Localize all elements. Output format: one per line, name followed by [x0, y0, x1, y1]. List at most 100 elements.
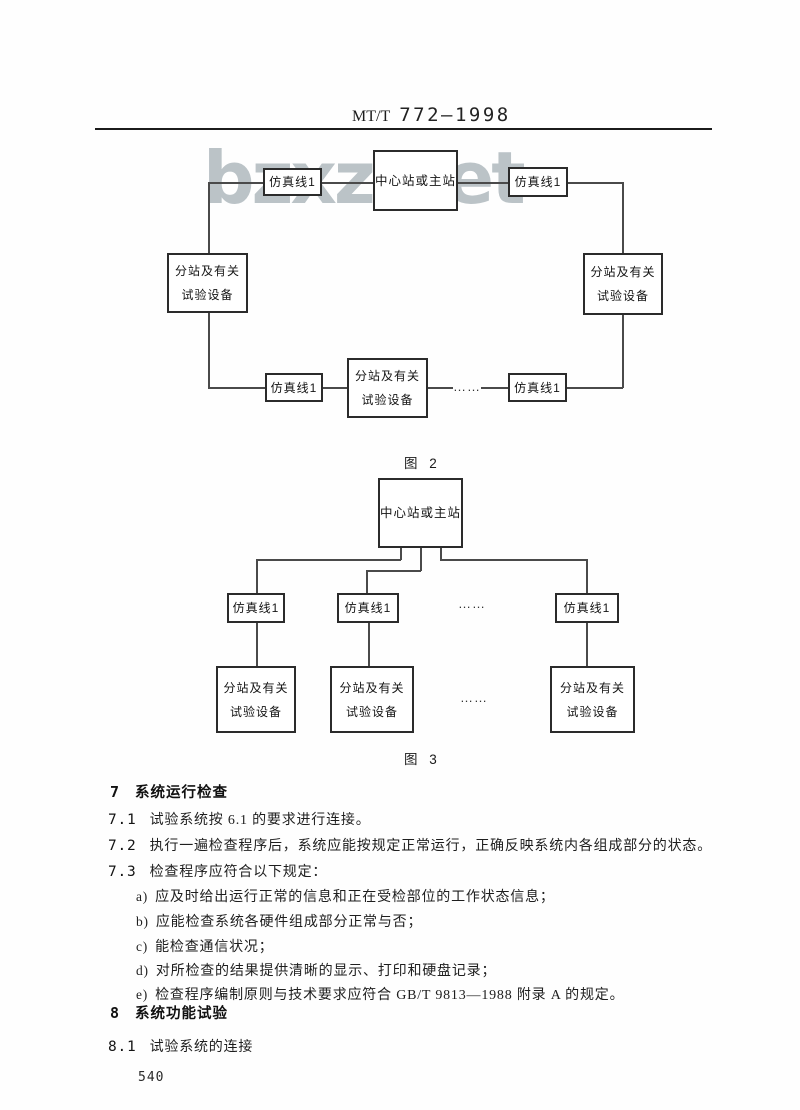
connector-line [586, 559, 588, 593]
clause-title: 试验系统的连接 [149, 1040, 254, 1055]
connector-line [208, 387, 266, 389]
list-item-label: b) [136, 914, 149, 929]
fig3-sim-line-box-3: 仿真线1 [555, 593, 619, 623]
list-item-c: c) 能检查通信状况； [136, 936, 274, 956]
clause-number: 7.1 [108, 812, 137, 828]
fig3-ellipsis-bottom: …… [460, 690, 488, 705]
page-number: 540 [138, 1070, 165, 1085]
clause-number: 7 [110, 783, 121, 801]
figure2-caption: 图 2 [404, 456, 441, 471]
connector-line [481, 387, 509, 389]
clause-number: 7.2 [108, 838, 137, 854]
connector-line [208, 182, 210, 254]
standard-number: 772—1998 [399, 104, 511, 126]
fig2-substation-box-bottom: 分站及有关 试验设备 [347, 358, 428, 418]
connector-line [366, 570, 368, 593]
connector-line [400, 548, 402, 560]
fig2-sim-line-box-bottom-left: 仿真线1 [265, 373, 323, 402]
fig3-substation-box-3: 分站及有关 试验设备 [550, 666, 635, 733]
fig3-ellipsis-top: …… [458, 596, 486, 611]
list-item-text: 检查程序编制原则与技术要求应符合 GB/T 9813—1988 附录 A 的规定… [155, 988, 625, 1003]
box-label: 仿真线1 [563, 601, 611, 615]
connector-line [622, 182, 624, 254]
connector-line [321, 182, 374, 184]
clause-number: 8.1 [108, 1039, 137, 1055]
box-label: 试验设备 [566, 704, 619, 719]
clause-number: 7.3 [108, 864, 137, 880]
list-item-text: 应能检查系统各硬件组成部分正常与否； [155, 915, 423, 930]
box-label: 中心站或主站 [375, 173, 457, 188]
connector-line [208, 182, 264, 184]
box-label: 试验设备 [361, 393, 414, 407]
box-label: 仿真线1 [269, 175, 316, 189]
fig3-central-station-box: 中心站或主站 [378, 478, 463, 548]
clause-8-heading: 8 系统功能试验 [110, 1002, 228, 1023]
connector-line [420, 548, 422, 571]
connector-line [256, 559, 401, 561]
box-label: 分站及有关 [590, 265, 656, 279]
connector-line [208, 312, 210, 388]
figure3-caption: 图 3 [404, 752, 441, 767]
box-label: 分站及有关 [174, 264, 240, 278]
box-label: 试验设备 [229, 704, 282, 719]
box-label: 中心站或主站 [380, 506, 462, 520]
clause-number: 8 [110, 1004, 121, 1022]
list-item-text: 对所检查的结果提供清晰的显示、打印和硬盘记录； [155, 964, 497, 979]
fig3-sim-line-box-1: 仿真线1 [227, 593, 285, 623]
clause-8-1: 8.1 试验系统的连接 [108, 1036, 253, 1056]
header-rule [95, 128, 712, 130]
connector-line [366, 570, 421, 572]
clause-7-heading: 7 系统运行检查 [110, 781, 228, 802]
list-item-label: a) [136, 889, 149, 904]
list-item-d: d) 对所检查的结果提供清晰的显示、打印和硬盘记录； [136, 960, 496, 980]
connector-line [566, 387, 623, 389]
connector-line [256, 623, 258, 666]
clause-text: 执行一遍检查程序后，系统应能按规定正常运行，正确反映系统内各组成部分的状态。 [149, 839, 712, 854]
fig2-sim-line-box-left: 仿真线1 [263, 168, 322, 196]
fig2-sim-line-box-right: 仿真线1 [508, 167, 568, 197]
fig3-substation-box-2: 分站及有关 试验设备 [330, 666, 414, 733]
box-label: 仿真线1 [344, 601, 392, 615]
connector-line [427, 387, 453, 389]
box-label: 分站及有关 [223, 680, 289, 695]
list-item-a: a) 应及时给出运行正常的信息和正在受检部位的工作状态信息； [136, 886, 555, 906]
watermark-text: bzxz.net [203, 136, 526, 220]
box-label: 试验设备 [345, 704, 398, 719]
connector-line [586, 623, 588, 666]
fig2-sim-line-box-bottom-right: 仿真线1 [508, 373, 567, 402]
list-item-label: c) [136, 939, 149, 954]
list-item-text: 应及时给出运行正常的信息和正在受检部位的工作状态信息； [155, 890, 555, 905]
list-item-label: d) [136, 963, 149, 978]
box-label: 试验设备 [181, 288, 234, 302]
connector-line [440, 559, 587, 561]
clause-title: 系统功能试验 [135, 1006, 229, 1022]
fig2-central-station-box: 中心站或主站 [373, 150, 458, 211]
box-label: 分站及有关 [354, 369, 420, 383]
connector-line [457, 182, 509, 184]
fig3-substation-box-1: 分站及有关 试验设备 [216, 666, 296, 733]
standard-prefix: MT/T [352, 108, 391, 125]
fig2-substation-box-left: 分站及有关 试验设备 [167, 253, 248, 313]
list-item-text: 能检查通信状况； [155, 940, 274, 955]
box-label: 分站及有关 [339, 680, 405, 695]
clause-title: 系统运行检查 [135, 785, 229, 801]
box-label: 仿真线1 [514, 380, 561, 395]
connector-line [368, 623, 370, 666]
list-item-label: e) [136, 987, 149, 1002]
clause-text: 检查程序应符合以下规定： [149, 865, 328, 880]
box-label: 试验设备 [596, 289, 649, 303]
box-label: 仿真线1 [514, 175, 562, 189]
clause-7-3: 7.3 检查程序应符合以下规定： [108, 861, 327, 881]
fig2-substation-box-right: 分站及有关 试验设备 [583, 253, 663, 315]
document-header-title: MT/T 772—1998 [352, 104, 511, 126]
connector-line [622, 314, 624, 388]
connector-line [322, 387, 348, 389]
fig2-ellipsis: …… [453, 379, 481, 394]
fig3-sim-line-box-2: 仿真线1 [337, 593, 399, 623]
clause-7-2: 7.2 执行一遍检查程序后，系统应能按规定正常运行，正确反映系统内各组成部分的状… [108, 835, 712, 855]
box-label: 仿真线1 [232, 601, 280, 615]
clause-text: 试验系统按 6.1 的要求进行连接。 [149, 813, 371, 828]
connector-line [256, 559, 258, 593]
connector-line [440, 548, 442, 560]
